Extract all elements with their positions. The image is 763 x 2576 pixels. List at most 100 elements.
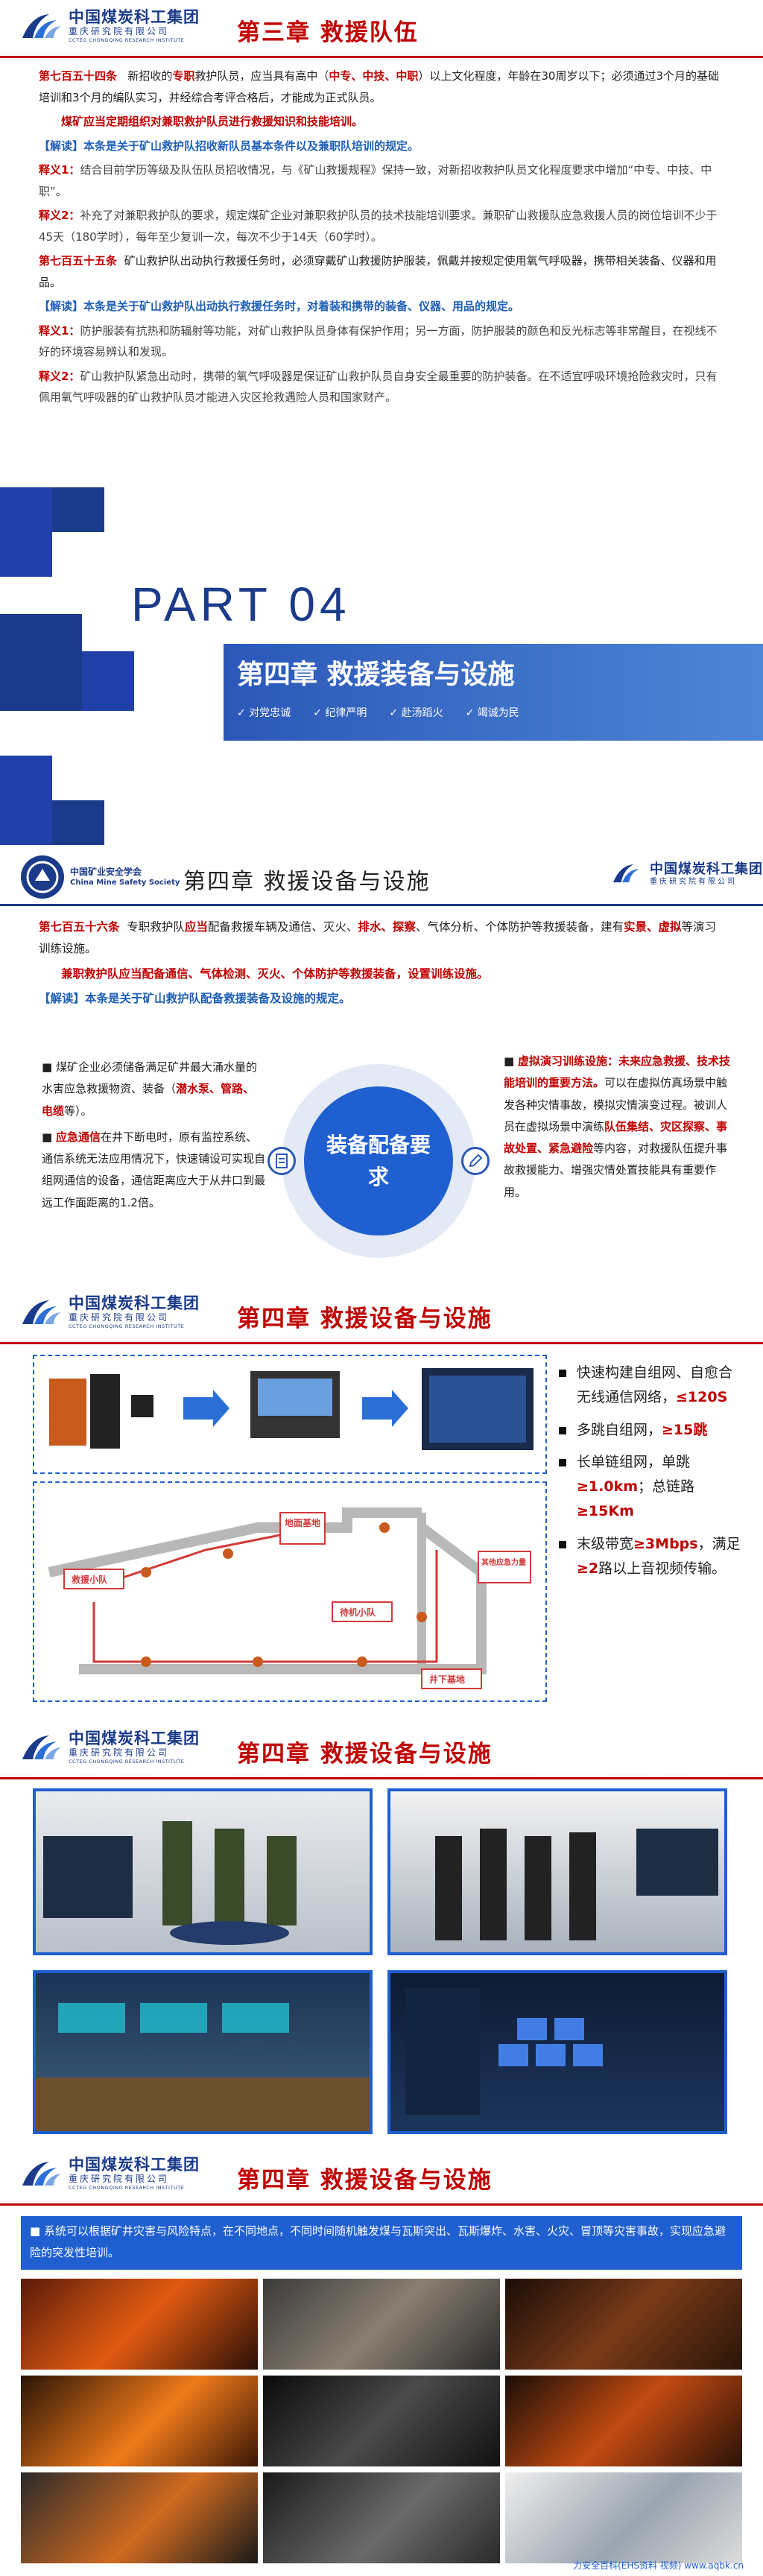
note-3: 释义1：防护服装有抗热和防辐射等功能，对矿山救护队员身体有保护作用；另一方面，防… [39, 323, 718, 359]
watermark-caption: 力安全百科(EHS资料 视频) www.aqbk.cn [573, 2560, 744, 2571]
photo-vr-training-1 [33, 1788, 373, 1955]
render-fire-2 [21, 2472, 258, 2563]
association-emblem-icon [21, 855, 64, 899]
slide-title: 第四章 救援设备与设施 [237, 1306, 493, 1332]
motto-tag: ✓ 竭诚为民 [465, 707, 519, 719]
deco-bar [52, 800, 104, 845]
slide-body: 第七百五十四条 新招收的专职救护队员，应当具有高中（中专、中技、中职）以上文化程… [39, 66, 724, 411]
deco-bar [52, 487, 104, 532]
map-label: 井下基地 [429, 1674, 465, 1685]
photo-vr-training-2 [387, 1788, 727, 1955]
render-roof-fall [263, 2279, 500, 2370]
interpretation: 【解读】本条是关于矿山救护队配备救援装备及设施的规定。 [39, 992, 351, 1006]
render-virtual-mine-1 [33, 1970, 373, 2134]
render-miner [263, 2472, 500, 2563]
slide-title: 第三章 救援队伍 [237, 19, 419, 46]
motto-tag: ✓ 赴汤蹈火 [389, 707, 443, 719]
spec-list: 快速构建自组网、自愈合无线通信网络，≤120S 多跳自组网，≥15跳 长单链组网… [559, 1361, 745, 1589]
network-map: 救援小队 地面基地 待机小队 井下基地 其他应急力量 [33, 1481, 547, 1702]
article-756: 第七百五十六条 专职救护队应当配备救援车辆及通信、灭火、排水、探察、气体分析、个… [39, 920, 716, 956]
slide-body: 第七百五十六条 专职救护队应当配备救援车辆及通信、灭火、排水、探察、气体分析、个… [39, 917, 724, 1013]
association-logo: 中国矿业安全学会 China Mine Safety Society [21, 855, 180, 899]
slide-header: 中国煤炭科工集团 重庆研究院有限公司 CCTEG CHONGQING RESEA… [0, 1721, 763, 1779]
article-754: 第七百五十四条 新招收的专职救护队员，应当具有高中（中专、中技、中职）以上文化程… [39, 69, 720, 104]
slide-title: 第四章 救援设备与设施 [237, 2167, 493, 2194]
map-label: 待机小队 [340, 1607, 376, 1618]
render-smoke [263, 2376, 500, 2466]
cctegc-logo-icon [19, 10, 63, 42]
brand-logo: 中国煤炭科工集团 重庆研究院有限公司 CCTEG CHONGQING RESEA… [19, 9, 200, 42]
item-water-emergency: ■ 煤矿企业必须储备满足矿井最大涌水量的水害应急救援物资、装备（潜水泵、管路、电… [42, 1060, 257, 1118]
article-755: 第七百五十五条 矿山救护队出动执行救援任务时，必须穿戴矿山救援防护服装，佩戴并按… [39, 254, 717, 289]
brand-logo: 中国煤炭科工集团 重庆研究院有限公司 CCTEG CHONGQING RESEA… [19, 1730, 200, 1764]
edit-icon [461, 1147, 490, 1175]
spec-item: 快速构建自组网、自愈合无线通信网络，≤120S [559, 1361, 745, 1411]
render-gas-burst [505, 2376, 742, 2466]
render-fire [21, 2279, 258, 2370]
slide-part-04: PART 04 第四章 救援装备与设施 ✓ 对党忠诚 ✓ 纪律严明 ✓ 赴汤蹈火… [0, 487, 763, 845]
cctegc-logo-icon [19, 1731, 63, 1764]
spec-item: 长单链组网，单跳≥1.0km；总链路≥15Km [559, 1450, 745, 1525]
spec-item: 多跳自组网，≥15跳 [559, 1418, 745, 1443]
cctegc-logo-icon [611, 858, 644, 891]
interpretation-2: 【解读】本条是关于矿山救护队出动执行救援任务时，对着装和携带的装备、仪器、用品的… [39, 300, 520, 313]
slide-header: 中国煤炭科工集团 重庆研究院有限公司 CCTEG CHONGQING RESEA… [0, 0, 763, 58]
deco-bar [0, 487, 52, 577]
map-label: 其他应急力量 [481, 1557, 526, 1567]
brand-logo: 中国煤炭科工集团 重庆研究院有限公司 [611, 858, 763, 891]
slide-article-756: 中国矿业安全学会 China Mine Safety Society 第四章 救… [0, 848, 763, 1283]
item-emergency-comm: ■ 应急通信在井下断电时，原有监控系统、通信系统无法应用情况下，快速铺设可实现自… [42, 1130, 266, 1209]
note-4: 释义2：矿山救护队紧急出动时，携带的氧气呼吸器是保证矿山救护队员自身安全最重要的… [39, 369, 718, 405]
slide-disaster-sim: 中国煤炭科工集团 重庆研究院有限公司 CCTEG CHONGQING RESEA… [0, 2148, 763, 2576]
left-column: ■ 煤矿企业必须储备满足矿井最大涌水量的水害应急救援物资、装备（潜水泵、管路、电… [42, 1057, 265, 1214]
motto-tag: ✓ 对党忠诚 [237, 707, 291, 719]
item-virtual-training: ■ 虚拟演习训练设施：未来应急救援、技术技能培训的重要方法。可以在虚拟仿真场景中… [504, 1054, 730, 1199]
equipment-flow-diagram [49, 1368, 534, 1450]
slide-header: 中国煤炭科工集团 重庆研究院有限公司 CCTEG CHONGQING RESEA… [0, 1286, 763, 1344]
slide-header: 中国矿业安全学会 China Mine Safety Society 第四章 救… [0, 848, 763, 906]
cctegc-logo-icon [19, 2157, 63, 2190]
article-754-part2: 煤矿应当定期组织对兼职救护队员进行救援知识和技能培训。 [61, 115, 364, 128]
deco-bar [82, 651, 134, 711]
chapter-title: 第四章 救援装备与设施 [237, 659, 515, 690]
brand-subname: 重庆研究院有限公司 [650, 878, 737, 887]
hub-title: 装备配备要求 [326, 1132, 431, 1189]
association-english: China Mine Safety Society [70, 879, 180, 887]
chapter-band: 第四章 救援装备与设施 ✓ 对党忠诚 ✓ 纪律严明 ✓ 赴汤蹈火 ✓ 竭诚为民 [224, 644, 763, 741]
slide-comm-network: 中国煤炭科工集团 重庆研究院有限公司 CCTEG CHONGQING RESEA… [0, 1286, 763, 1718]
slide-title: 第四章 救援设备与设施 [183, 869, 431, 895]
motto-tags: ✓ 对党忠诚 ✓ 纪律严明 ✓ 赴汤蹈火 ✓ 竭诚为民 [237, 705, 519, 720]
brand-logo: 中国煤炭科工集团 重庆研究院有限公司 CCTEG CHONGQING RESEA… [19, 1295, 200, 1329]
part-number: PART 04 [131, 577, 351, 631]
render-explosion [21, 2376, 258, 2466]
deco-bar [0, 614, 82, 711]
spec-item: 末级带宽≥3Mbps，满足≥2路以上音视频传输。 [559, 1532, 745, 1582]
brand-name: 中国煤炭科工集团 [650, 861, 763, 878]
right-column: ■ 虚拟演习训练设施：未来应急救援、技术技能培训的重要方法。可以在虚拟仿真场景中… [504, 1051, 732, 1203]
map-label: 救援小队 [72, 1574, 108, 1585]
doc-icon [267, 1147, 296, 1175]
slide-chapter-3: 中国煤炭科工集团 重庆研究院有限公司 CCTEG CHONGQING RESEA… [0, 0, 763, 484]
slide-header: 中国煤炭科工集团 重庆研究院有限公司 CCTEG CHONGQING RESEA… [0, 2148, 763, 2206]
interpretation: 【解读】本条是关于矿山救护队招收新队员基本条件以及兼职队培训的规定。 [39, 139, 420, 153]
note-2: 释义2：补充了对兼职救护队的要求，规定煤矿企业对兼职救护队员的技术技能培训要求。… [39, 209, 718, 244]
note-1: 释义1：结合目前学历等级及队伍队员招收情况，与《矿山救援规程》保持一致，对新招收… [39, 163, 712, 198]
mine-network-diagram: 救援小队 地面基地 待机小队 井下基地 其他应急力量 [48, 1507, 531, 1689]
brand-english: CCTEG CHONGQING RESEARCH INSTITUTE [69, 37, 185, 43]
slide-vr-training: 中国煤炭科工集团 重庆研究院有限公司 CCTEG CHONGQING RESEA… [0, 1721, 763, 2145]
motto-tag: ✓ 纪律严明 [313, 707, 367, 719]
render-virtual-mine-2 [387, 1970, 727, 2134]
article-756-part2: 兼职救护队应当配备通信、气体检测、灭火、个体防护等救援装备，设置训练设施。 [61, 966, 489, 981]
render-tunnel [505, 2279, 742, 2370]
brand-name: 中国煤炭科工集团 [69, 8, 200, 26]
brand-subname: 重庆研究院有限公司 [69, 26, 170, 37]
render-flood [505, 2472, 742, 2563]
association-name: 中国矿业安全学会 [70, 866, 142, 877]
map-label: 地面基地 [285, 1517, 320, 1528]
deco-bar [0, 756, 52, 845]
description-banner: ■ 系统可以根据矿井灾害与风险特点，在不同地点，不同时间随机触发煤与瓦斯突出、瓦… [21, 2216, 742, 2270]
brand-logo: 中国煤炭科工集团 重庆研究院有限公司 CCTEG CHONGQING RESEA… [19, 2156, 200, 2190]
slide-title: 第四章 救援设备与设施 [237, 1741, 493, 1768]
requirement-hub: 装备配备要求 [267, 1064, 490, 1258]
